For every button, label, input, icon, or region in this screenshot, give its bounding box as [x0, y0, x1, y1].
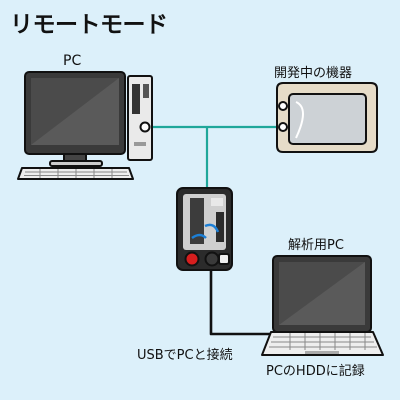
desktop-pc-icon: [17, 71, 153, 180]
connection-lines: [145, 125, 283, 188]
hdd-record-label: PCのHDDに記録: [266, 364, 365, 379]
cable-path: [209, 265, 272, 336]
laptop-icon: [261, 255, 384, 356]
usb-cable: [209, 265, 272, 336]
diagram-title: リモートモード: [10, 12, 168, 38]
usb-connection-label: USBでPCと接続: [137, 348, 233, 363]
pc-label: PC: [63, 53, 82, 69]
analysis-pc-label: 解析用PC: [288, 238, 344, 253]
remote-box-icon: [176, 187, 233, 271]
device-label: 開発中の機器: [274, 66, 353, 81]
dev-device-icon: [276, 82, 378, 153]
